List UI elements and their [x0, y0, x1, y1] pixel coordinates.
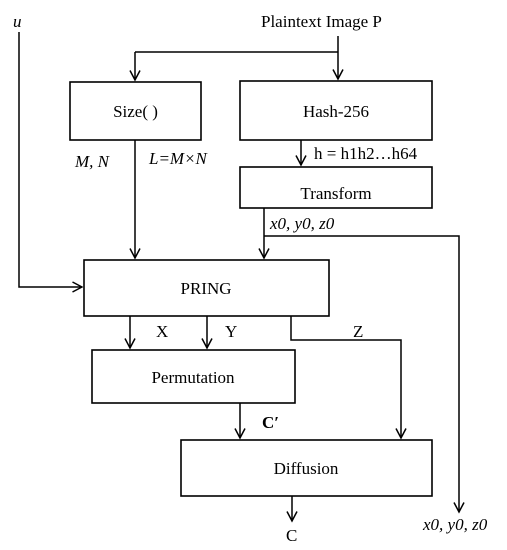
- transform-label: Transform: [300, 184, 371, 203]
- pring-box: [83, 259, 330, 317]
- hash-label: Hash-256: [303, 102, 369, 121]
- diffusion-box: [180, 439, 433, 497]
- hash-box: [239, 80, 433, 141]
- c-prime-label: C′: [262, 413, 279, 432]
- u-to-pring-arrow: [18, 32, 82, 287]
- x-label: X: [156, 322, 168, 341]
- seeds-output-arrow: [264, 235, 459, 512]
- diffusion-label: Diffusion: [274, 459, 339, 478]
- permutation-box: [91, 349, 296, 404]
- z-label: Z: [353, 322, 363, 341]
- u-label: u: [13, 12, 22, 31]
- pring-label: PRING: [180, 279, 231, 298]
- size-label: Size( ): [113, 102, 158, 121]
- y-label: Y: [225, 322, 237, 341]
- permutation-label: Permutation: [151, 368, 235, 387]
- size-box: [69, 81, 202, 141]
- seeds-output-label: x0, y0, z0: [422, 515, 488, 534]
- seeds-label: x0, y0, z0: [269, 214, 335, 233]
- l-label: L=M×N: [148, 149, 209, 168]
- h-label: h = h1h2…h64: [314, 144, 418, 163]
- transform-box: [239, 166, 433, 209]
- plaintext-label: Plaintext Image P: [261, 12, 382, 31]
- mn-label: M, N: [74, 152, 111, 171]
- c-label: C: [286, 526, 297, 545]
- z-arrow: [290, 316, 401, 438]
